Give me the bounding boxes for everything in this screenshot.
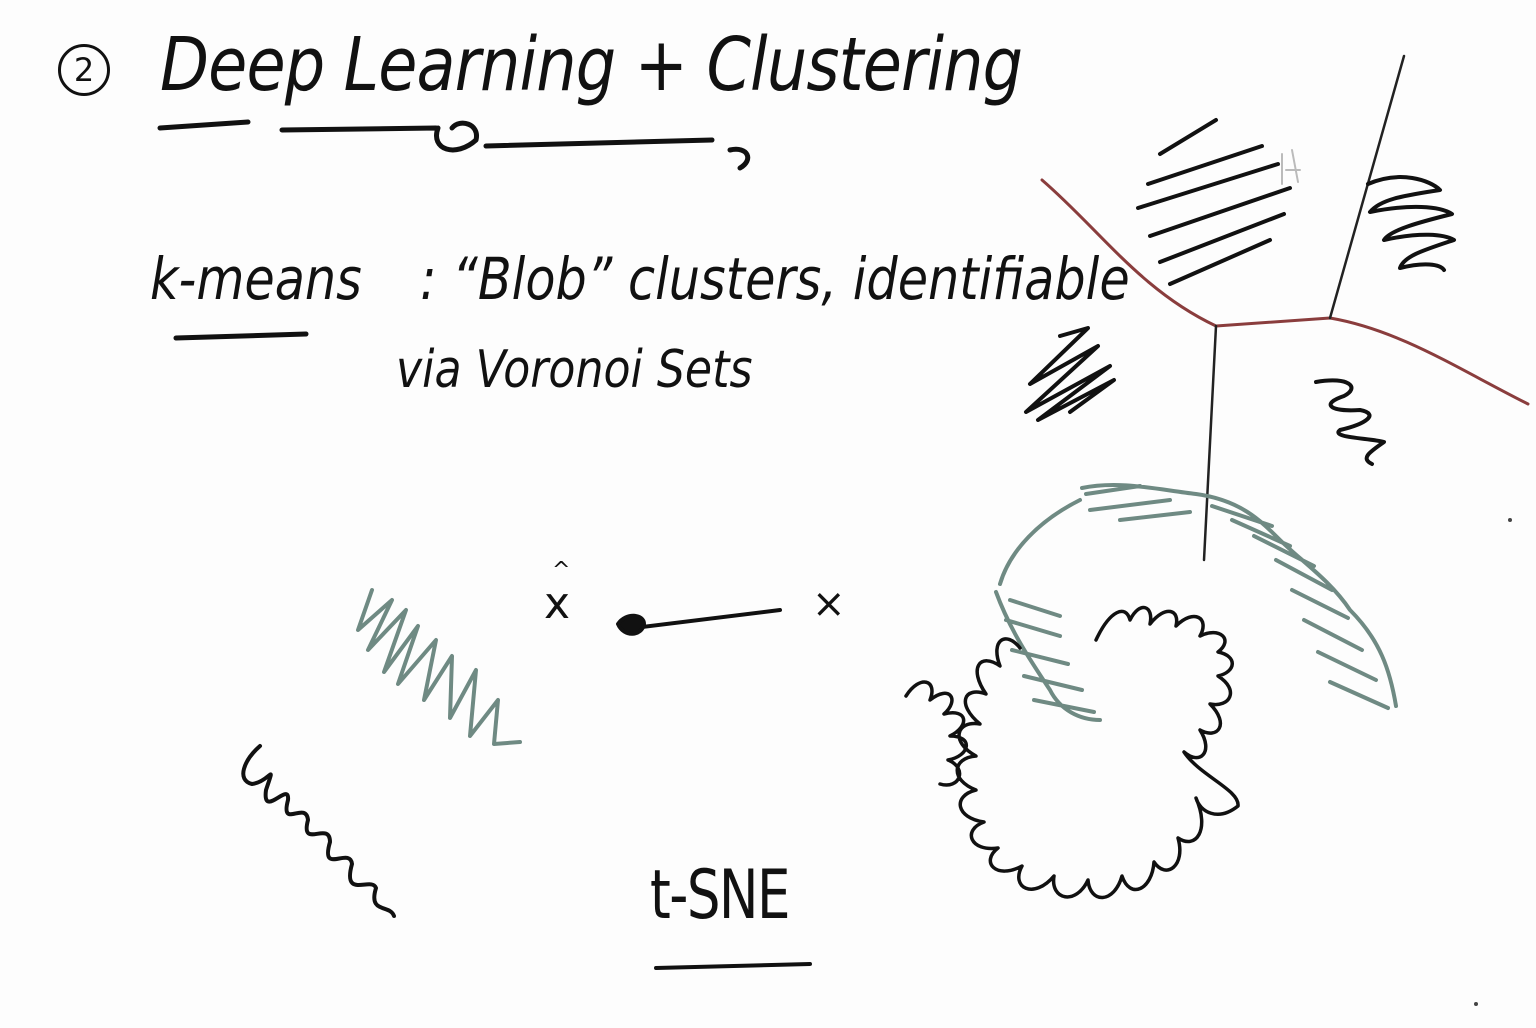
x-target-mark: × xyxy=(812,581,846,627)
section-number: 2 xyxy=(58,44,110,96)
cluster-scribble-top-left xyxy=(1136,118,1292,286)
title-underline xyxy=(157,119,751,171)
kmeans-description: : “Blob” clusters, identifiable xyxy=(420,245,1130,313)
page-title: Deep Learning + Clustering xyxy=(160,22,1023,108)
speck-bottom xyxy=(1474,1002,1478,1006)
voronoi-line-brown-right xyxy=(1214,316,1530,406)
arrow-line xyxy=(632,608,782,630)
speck-right xyxy=(1508,518,1512,522)
kmeans-description-line2: via Voronoi Sets xyxy=(396,340,753,400)
x-hat-caret: ^ xyxy=(552,558,571,583)
black-wavy-ring xyxy=(904,605,1240,900)
faint-mark xyxy=(1281,149,1301,185)
cluster-scribble-bottom-right xyxy=(1314,378,1386,466)
faded-ring xyxy=(994,482,1398,722)
voronoi-line-vertical xyxy=(1202,324,1218,562)
cluster-scribble-left xyxy=(1024,326,1116,422)
black-cluster-left xyxy=(241,744,396,918)
kmeans-label: k-means xyxy=(150,245,362,313)
tsne-label: t-SNE xyxy=(650,856,791,935)
tsne-underline xyxy=(654,962,812,970)
arrow-head xyxy=(616,613,646,636)
x-hat-label: x xyxy=(544,578,571,629)
voronoi-line-upper xyxy=(1328,54,1406,320)
voronoi-line-brown-left xyxy=(1040,178,1218,328)
kmeans-underline xyxy=(173,331,309,341)
cluster-scribble-top-right xyxy=(1366,175,1456,272)
faded-cluster-left xyxy=(356,588,522,746)
